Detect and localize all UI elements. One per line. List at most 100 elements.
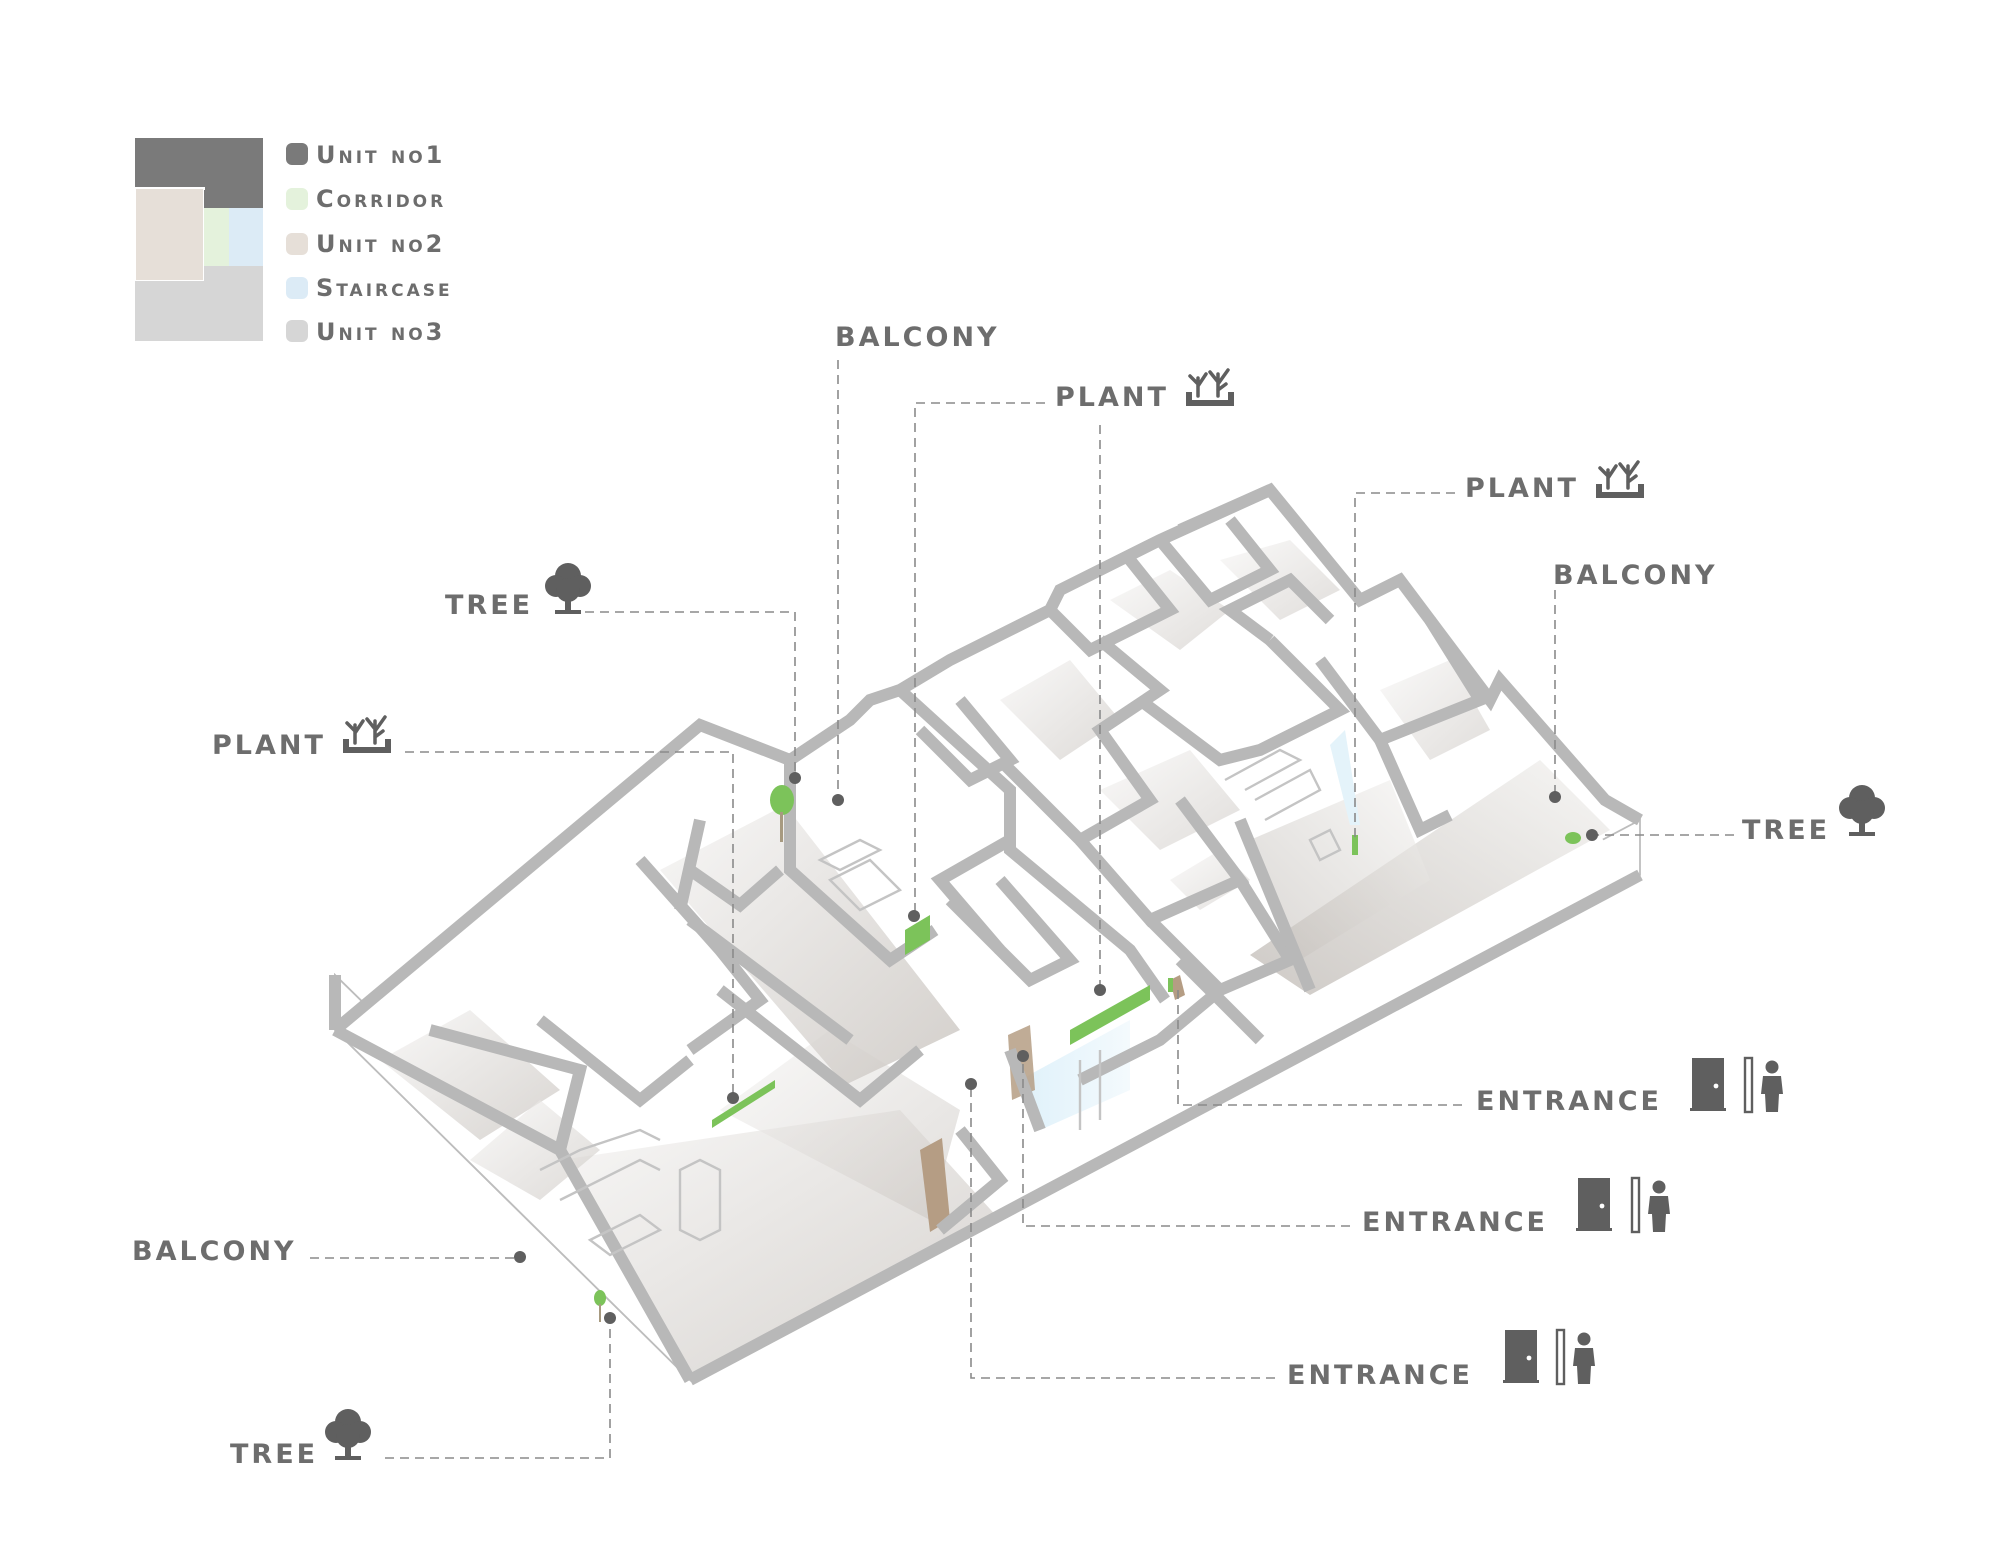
wall-living-right [1374, 737, 1453, 839]
label-tree-left: TREE [445, 590, 533, 621]
marker-plant-left [727, 1092, 739, 1104]
building-axonometric [329, 420, 1643, 1386]
glass-partition-right [1330, 730, 1360, 825]
marker-balcony-top [832, 794, 844, 806]
wall-balcony-top [915, 696, 1020, 788]
wall-kitchen-counter [686, 915, 854, 1045]
legend-dot-unit-no1 [286, 143, 308, 165]
planter-icon [1184, 368, 1236, 408]
wall-bedroom-3 [1045, 556, 1180, 658]
wood-panel-entrance [920, 1138, 950, 1232]
marker-tree-left [789, 772, 801, 784]
planter-right [1352, 835, 1358, 855]
planter-left [712, 1080, 775, 1128]
marker-entrance-2 [1017, 1050, 1029, 1062]
legend-label-staircase: Staircase [316, 274, 453, 302]
bedroom-floor-3 [1000, 660, 1120, 760]
legend-block-corridor [204, 208, 229, 266]
wall-staircase-left [1004, 1047, 1046, 1133]
legend-block-unit-no3 [135, 281, 263, 341]
wall-outer-front [687, 869, 1643, 1386]
greenery [594, 785, 1581, 1322]
legend-block-staircase [229, 208, 263, 266]
marker-tree-right [1586, 829, 1598, 841]
cabinet-top [817, 838, 883, 872]
marker-balcony-right [1549, 791, 1561, 803]
label-balcony-right: BALCONY [1553, 560, 1718, 591]
label-plant-right: PLANT [1465, 473, 1579, 504]
island-left [587, 1213, 663, 1257]
wall-entrance-1 [936, 1126, 1009, 1235]
wall-bedroom-4 [995, 635, 1171, 848]
legend-block-unit-no2 [134, 187, 205, 282]
counter-left [539, 1128, 661, 1172]
label-balcony-top: BALCONY [835, 322, 1000, 353]
person-icon [1743, 1056, 1785, 1114]
door-icon [1503, 1330, 1539, 1383]
leader-tree-bottom [385, 1318, 611, 1459]
planter-center [1070, 985, 1150, 1045]
leader-tree-left [585, 611, 796, 780]
legend-dot-unit-no2 [286, 233, 308, 255]
leader-plant-left [405, 751, 734, 1098]
wall-lift [945, 876, 1080, 988]
tree-right-canopy [1565, 832, 1581, 844]
bedroom-floor-7 [1380, 660, 1490, 760]
legend: Unit no1 Corridor Unit no2 Staircase Uni… [134, 138, 453, 346]
legend-items: Unit no1 Corridor Unit no2 Staircase Uni… [286, 141, 453, 346]
marker-balcony-left [514, 1251, 526, 1263]
door-icon [1576, 1178, 1612, 1231]
marker-tree-bottom [604, 1312, 616, 1324]
wall-living-divider [716, 985, 924, 1108]
bedroom-floor-1 [380, 1010, 560, 1140]
leader-entrance-3 [970, 1085, 1275, 1379]
tree-bottom-canopy [594, 1290, 606, 1306]
legend-swatch-block [134, 138, 263, 341]
marker-entrance-3 [965, 1078, 977, 1090]
staircase-glass [1020, 1020, 1130, 1130]
wall-north-offset [1177, 484, 1273, 536]
leader-plant-right [1354, 492, 1455, 840]
tree-left-canopy [770, 785, 794, 815]
legend-dot-staircase [286, 277, 308, 299]
wall-entrance-3-room [1145, 876, 1299, 998]
marker-plant-top [1094, 984, 1106, 996]
leader-entrance-2 [1022, 1055, 1350, 1227]
floor-base [340, 420, 1635, 1380]
kitchen-floor-left [720, 1030, 960, 1220]
counter-left-2 [559, 1158, 661, 1202]
wall-bath-2 [686, 865, 784, 913]
cabinet-2 [827, 858, 903, 912]
planter-icon [341, 715, 393, 755]
living-floor-right [1250, 760, 1610, 995]
label-plant-top: PLANT [1055, 382, 1169, 413]
marker-plant-top-2 [908, 910, 920, 922]
chair-right [1308, 828, 1342, 862]
legend-dot-unit-no3 [286, 320, 308, 342]
cabinet-right [1224, 748, 1303, 792]
wall-outer-north [331, 482, 1643, 1035]
wall-central-spine [895, 685, 1170, 1004]
tree-icon [325, 1409, 371, 1460]
legend-label-corridor: Corridor [316, 185, 446, 213]
leader-lines [310, 360, 1740, 1459]
label-entrance-3: ENTRANCE [1287, 1360, 1473, 1391]
person-icon [1555, 1328, 1597, 1386]
wall-closet-1 [674, 818, 706, 912]
wall-bedroom-5 [1075, 796, 1250, 928]
label-tree-bottom: TREE [230, 1439, 318, 1470]
leader-entrance-1 [1177, 990, 1462, 1106]
legend-label-unit-no3: Unit no3 [316, 318, 445, 346]
tree-icon [1839, 785, 1885, 836]
wall-bath-3 [1218, 572, 1335, 645]
label-tree-right: TREE [1742, 815, 1830, 846]
legend-label-unit-no2: Unit no2 [316, 230, 445, 258]
callout-labels: BALCONY PLANT PLANT BALCONY TREE PLANT T… [132, 322, 1885, 1470]
label-balcony-left: BALCONY [132, 1236, 297, 1267]
wall-bathroom-cluster [1136, 635, 1351, 767]
person-icon [1630, 1176, 1672, 1234]
dining-floor-right [1250, 780, 1430, 960]
leader-plant-top [914, 402, 1045, 915]
cabinet-right-2 [1254, 768, 1322, 822]
